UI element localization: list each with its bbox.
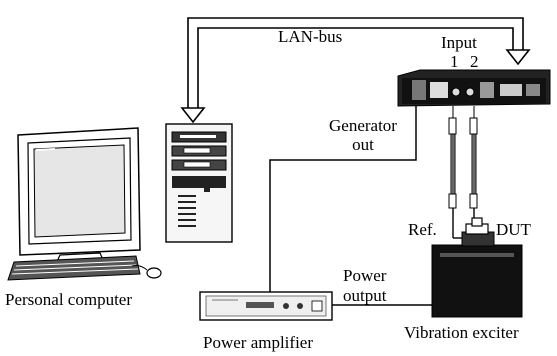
personal-computer xyxy=(7,127,162,281)
mouse xyxy=(131,265,162,279)
dut-label: DUT xyxy=(496,220,531,239)
generator-out-line xyxy=(269,106,417,292)
analyzer-front-end xyxy=(397,69,551,107)
keyboard xyxy=(7,255,141,281)
power-amplifier-label: Power amplifier xyxy=(203,333,313,352)
lan-bus-label: LAN-bus xyxy=(278,27,343,46)
lan-bus-connection xyxy=(180,17,531,124)
input-cables xyxy=(448,106,478,238)
input-2-label: 2 xyxy=(470,52,479,71)
pc-tower xyxy=(165,123,233,243)
personal-computer-label: Personal computer xyxy=(5,290,132,309)
generator-out-label: Generator out xyxy=(329,116,397,154)
power-amplifier xyxy=(199,291,333,321)
vibration-exciter xyxy=(431,217,523,318)
monitor xyxy=(17,127,141,265)
power-output-label: Power output xyxy=(343,266,387,305)
input-label: Input xyxy=(441,33,477,52)
input-1-label: 1 xyxy=(450,52,459,71)
vibration-exciter-label: Vibration exciter xyxy=(404,323,519,342)
ref-label: Ref. xyxy=(408,220,437,239)
